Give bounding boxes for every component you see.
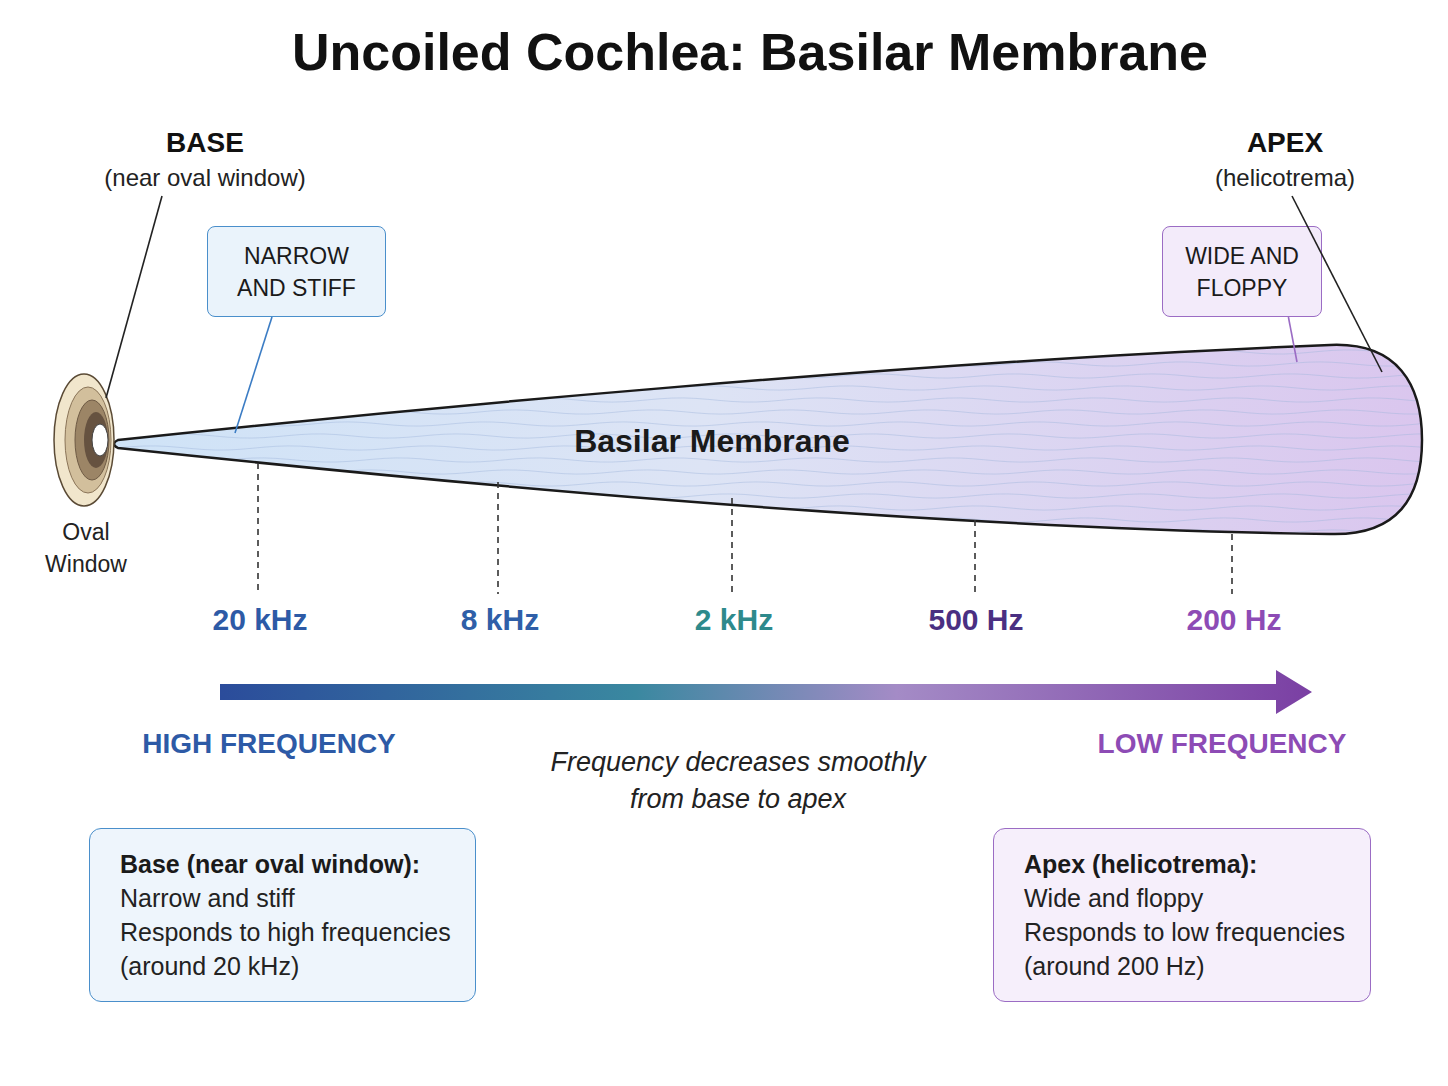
- frequency-label: 20 kHz: [212, 602, 307, 638]
- callout-box: WIDE AND FLOPPY: [1162, 226, 1322, 317]
- axis-label: HIGH FREQUENCY: [142, 727, 396, 761]
- membrane-fiber: [120, 470, 1428, 474]
- membrane-fiber: [120, 518, 1428, 522]
- oval-window-ring: [65, 387, 111, 493]
- tick-line: [731, 498, 733, 594]
- box-body: Wide and floppy: [1024, 881, 1360, 915]
- axis-label: LOW FREQUENCY: [1098, 727, 1347, 761]
- frequency-label: 8 kHz: [461, 602, 539, 638]
- tick-line: [497, 482, 499, 594]
- box-heading: Base (near oval window):: [120, 847, 465, 881]
- membrane-outline: [114, 345, 1422, 534]
- leader-line: [106, 196, 162, 398]
- membrane-label: Basilar Membrane: [574, 422, 850, 460]
- region-note: (near oval window): [104, 163, 305, 192]
- membrane-group: [114, 345, 1428, 534]
- box-heading: Apex (helicotrema):: [1024, 847, 1360, 881]
- membrane-fiber: [120, 494, 1428, 498]
- oval-window-ring: [75, 400, 109, 480]
- oval-window-ring: [84, 412, 108, 468]
- frequency-label: 2 kHz: [695, 602, 773, 638]
- membrane-fiber: [120, 362, 1428, 366]
- diagram-title: Uncoiled Cochlea: Basilar Membrane: [292, 22, 1208, 82]
- membrane-fill: [114, 345, 1422, 534]
- membrane-fiber: [120, 398, 1428, 402]
- callout-text: NARROW AND STIFF: [227, 240, 367, 304]
- membrane-fibers: [120, 350, 1428, 534]
- membrane-fiber: [120, 410, 1428, 414]
- oval-window-center: [92, 424, 108, 456]
- note-text: Frequency decreases smoothly from base t…: [533, 744, 943, 818]
- box-body: Narrow and stiff: [120, 881, 465, 915]
- region-label: APEX: [1247, 126, 1323, 160]
- leader-connector: [235, 317, 272, 433]
- info-box: Apex (helicotrema):Wide and floppyRespon…: [993, 828, 1371, 1002]
- box-body: Responds to low frequencies (around 200 …: [1024, 915, 1364, 983]
- tick-line: [1231, 534, 1233, 594]
- callout-text: WIDE AND FLOPPY: [1172, 240, 1312, 304]
- oval-window: [54, 374, 114, 506]
- membrane-fiber: [120, 386, 1428, 390]
- membrane-fiber: [120, 482, 1428, 486]
- basilar-membrane: Basilar Membrane: [110, 335, 1428, 540]
- tick-line: [974, 520, 976, 594]
- frequency-label: 500 Hz: [928, 602, 1023, 638]
- region-label: BASE: [166, 126, 244, 160]
- tick-line: [257, 463, 259, 594]
- info-box: Base (near oval window):Narrow and stiff…: [89, 828, 476, 1002]
- oval-window-rim: [54, 374, 114, 506]
- frequency-arrow: [220, 670, 1312, 714]
- region-note: (helicotrema): [1215, 163, 1355, 192]
- box-body: Responds to high frequencies (around 20 …: [120, 915, 475, 983]
- frequency-label: 200 Hz: [1186, 602, 1281, 638]
- part-label: Oval Window: [36, 516, 136, 580]
- membrane-fiber: [120, 374, 1428, 378]
- callout-box: NARROW AND STIFF: [207, 226, 386, 317]
